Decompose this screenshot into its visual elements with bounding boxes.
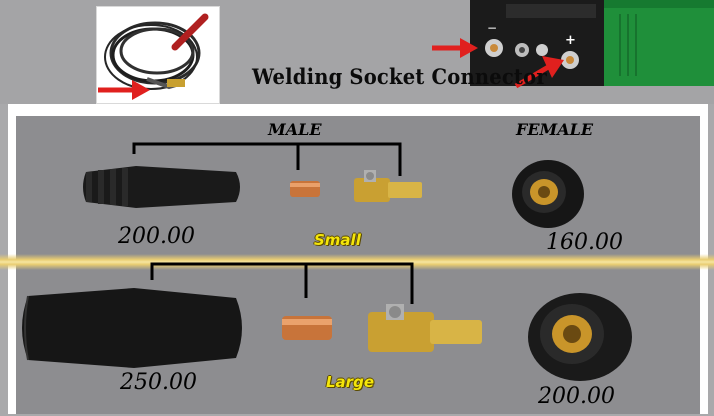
red-arrow-icon — [98, 80, 150, 100]
male-price-large: 250.00 — [120, 370, 197, 395]
male-price-small: 200.00 — [118, 224, 195, 249]
panel-socket-icon — [512, 160, 584, 228]
positive-terminal-label: + — [565, 33, 576, 48]
red-arrow-icon — [432, 38, 478, 58]
copper-ferrule-icon — [282, 316, 332, 340]
size-label-small: Small — [314, 231, 361, 249]
negative-terminal-label: − — [487, 21, 498, 35]
female-price-large: 200.00 — [538, 384, 615, 409]
panel-socket-icon — [528, 293, 632, 381]
divider-band — [0, 254, 714, 270]
plug-sleeve-icon — [83, 166, 240, 208]
copper-ferrule-icon — [290, 181, 320, 197]
page-title: Welding Socket Connector — [252, 64, 547, 89]
welding-machine-icon — [470, 0, 714, 86]
welding-machine: − + — [470, 0, 714, 86]
brass-insert-icon — [368, 304, 482, 352]
plug-sleeve-icon — [22, 288, 242, 368]
cable-photo — [96, 6, 220, 104]
cable-coil-icon — [104, 13, 209, 90]
female-header: FEMALE — [516, 120, 594, 139]
size-label-large: Large — [326, 373, 374, 391]
brass-insert-icon — [354, 170, 422, 202]
male-header: MALE — [268, 120, 322, 139]
red-arrow-icon — [514, 56, 564, 89]
male-bracket-small — [132, 142, 402, 176]
male-bracket-large — [150, 262, 414, 304]
female-price-small: 160.00 — [546, 230, 623, 255]
